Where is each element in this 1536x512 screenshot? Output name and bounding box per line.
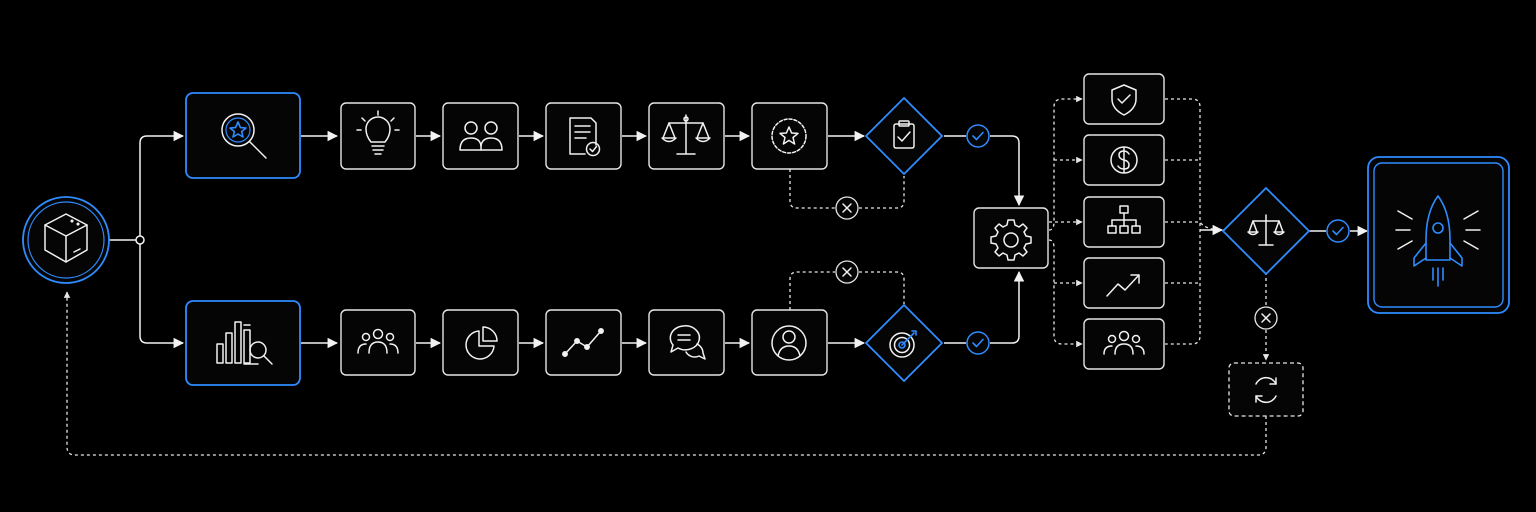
dollar-icon bbox=[1110, 146, 1138, 174]
bar-chart-search-icon bbox=[216, 321, 273, 365]
retry-node[interactable] bbox=[1228, 362, 1304, 417]
bottom-step-3[interactable] bbox=[545, 309, 622, 376]
bottom-approve-badge bbox=[966, 331, 990, 355]
bottom-decision[interactable] bbox=[864, 303, 944, 383]
start-node[interactable] bbox=[22, 196, 110, 284]
merge-node[interactable] bbox=[973, 207, 1049, 269]
refresh-icon bbox=[1255, 376, 1277, 404]
cube-icon bbox=[44, 213, 88, 263]
rocket-icon bbox=[1395, 195, 1481, 287]
org-chart-icon bbox=[1107, 205, 1141, 234]
final-approve-badge bbox=[1326, 219, 1350, 243]
bottom-lane-entry[interactable] bbox=[185, 300, 301, 386]
final-reject-badge bbox=[1254, 306, 1278, 330]
bottom-step-2[interactable] bbox=[442, 309, 519, 376]
clipboard-check-icon bbox=[893, 120, 915, 149]
bottom-step-5[interactable] bbox=[751, 309, 828, 376]
top-step-1[interactable] bbox=[340, 102, 416, 170]
scales-icon bbox=[661, 114, 711, 155]
team-icon bbox=[357, 328, 399, 354]
bottom-reject-badge bbox=[835, 260, 859, 284]
top-decision[interactable] bbox=[864, 96, 944, 176]
lightbulb-icon bbox=[356, 110, 400, 155]
target-icon bbox=[889, 330, 917, 358]
top-lane-entry[interactable] bbox=[185, 92, 301, 179]
team-icon bbox=[1103, 330, 1145, 355]
top-reject-badge bbox=[835, 196, 859, 220]
top-step-3[interactable] bbox=[545, 102, 622, 170]
chat-bubbles-icon bbox=[669, 325, 706, 360]
line-trend-icon bbox=[562, 328, 604, 357]
bottom-step-4[interactable] bbox=[648, 309, 725, 376]
check-node-4[interactable] bbox=[1083, 257, 1165, 309]
search-star-icon bbox=[221, 113, 267, 159]
bottom-step-1[interactable] bbox=[340, 309, 416, 376]
gear-icon bbox=[990, 219, 1032, 261]
document-check-icon bbox=[569, 117, 601, 157]
star-badge-icon bbox=[771, 118, 807, 154]
users-icon bbox=[459, 121, 503, 151]
top-step-4[interactable] bbox=[648, 102, 725, 170]
top-step-5[interactable] bbox=[751, 102, 828, 170]
shield-check-icon bbox=[1111, 84, 1137, 116]
check-node-2[interactable] bbox=[1083, 134, 1165, 186]
final-decision[interactable] bbox=[1221, 186, 1311, 276]
scales-icon bbox=[1247, 214, 1285, 246]
top-approve-badge bbox=[966, 124, 990, 148]
connectors bbox=[63, 95, 1369, 456]
user-circle-icon bbox=[771, 325, 807, 361]
check-node-5[interactable] bbox=[1083, 318, 1165, 370]
trend-up-icon bbox=[1106, 274, 1140, 297]
top-step-2[interactable] bbox=[442, 102, 519, 170]
pie-chart-icon bbox=[465, 326, 498, 360]
launch-node[interactable] bbox=[1367, 156, 1510, 314]
check-node-3[interactable] bbox=[1083, 196, 1165, 248]
check-node-1[interactable] bbox=[1083, 73, 1165, 125]
